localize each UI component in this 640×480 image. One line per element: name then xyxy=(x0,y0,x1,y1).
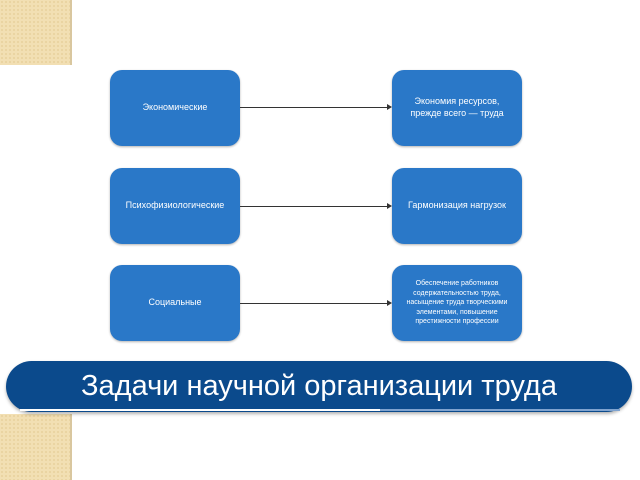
target-box-psychophysiological: Гармонизация нагрузок xyxy=(392,168,522,244)
banner-underline xyxy=(20,409,380,411)
banner-underline-faded xyxy=(380,409,620,411)
target-box-economic: Экономия ресурсов, прежде всего — труда xyxy=(392,70,522,146)
source-box-economic: Экономические xyxy=(110,70,240,146)
arrow xyxy=(240,300,392,306)
arrow xyxy=(240,203,392,209)
source-box-social: Социальные xyxy=(110,265,240,341)
target-box-social: Обеспечение работников содержательностью… xyxy=(392,265,522,341)
decor-square-top xyxy=(0,0,72,65)
decor-square-bottom xyxy=(0,414,72,480)
slide-title: Задачи научной организации труда xyxy=(81,370,557,402)
title-banner: Задачи научной организации труда xyxy=(6,361,632,412)
source-box-psychophysiological: Психофизиологические xyxy=(110,168,240,244)
arrow xyxy=(240,104,392,110)
